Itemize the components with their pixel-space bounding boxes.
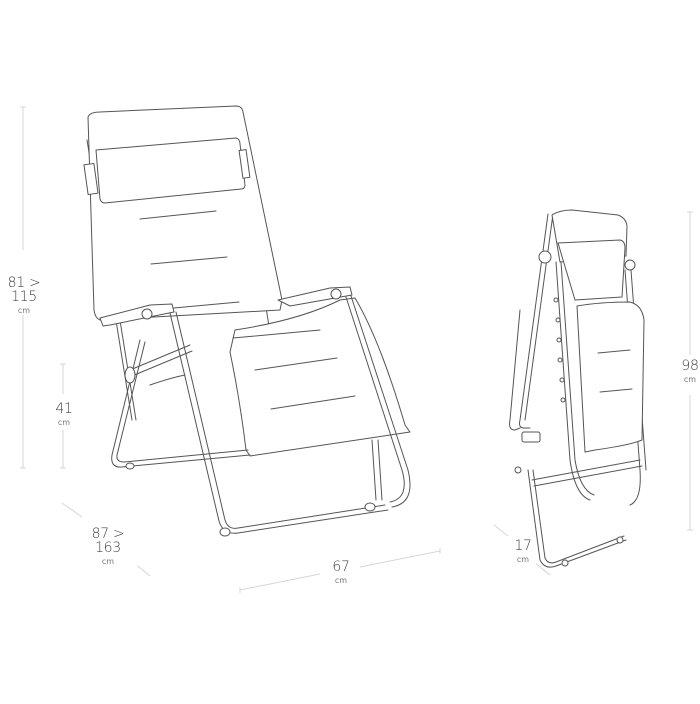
folded-chair xyxy=(509,209,647,568)
dimension-value: 17 xyxy=(514,538,532,554)
dimension-value: 87 > 163 xyxy=(91,526,125,556)
dimension-width: 67 cm xyxy=(326,560,356,585)
dimension-value: 67 xyxy=(332,559,350,575)
dimension-value: 81 > 115 xyxy=(7,275,41,305)
dimension-unit: cm xyxy=(516,555,530,564)
unfolded-chair xyxy=(83,105,411,537)
dimension-value: 98 xyxy=(681,358,699,374)
dimension-unit: cm xyxy=(101,557,115,566)
dimension-unit: cm xyxy=(17,306,31,315)
dimension-value: 41 xyxy=(55,401,73,417)
dimension-folded-height: 98 cm xyxy=(678,359,700,384)
dimension-folded-depth: 17 cm xyxy=(510,539,536,564)
dimension-seat-height: 41 cm xyxy=(52,402,76,427)
dimension-unit: cm xyxy=(57,418,71,427)
dimension-unit: cm xyxy=(334,576,348,585)
dimension-depth: 87 > 163 cm xyxy=(78,527,138,566)
dimension-height-reclined: 81 > 115 cm xyxy=(0,276,48,315)
dimension-unit: cm xyxy=(683,375,697,384)
dimension-lines xyxy=(20,106,693,593)
